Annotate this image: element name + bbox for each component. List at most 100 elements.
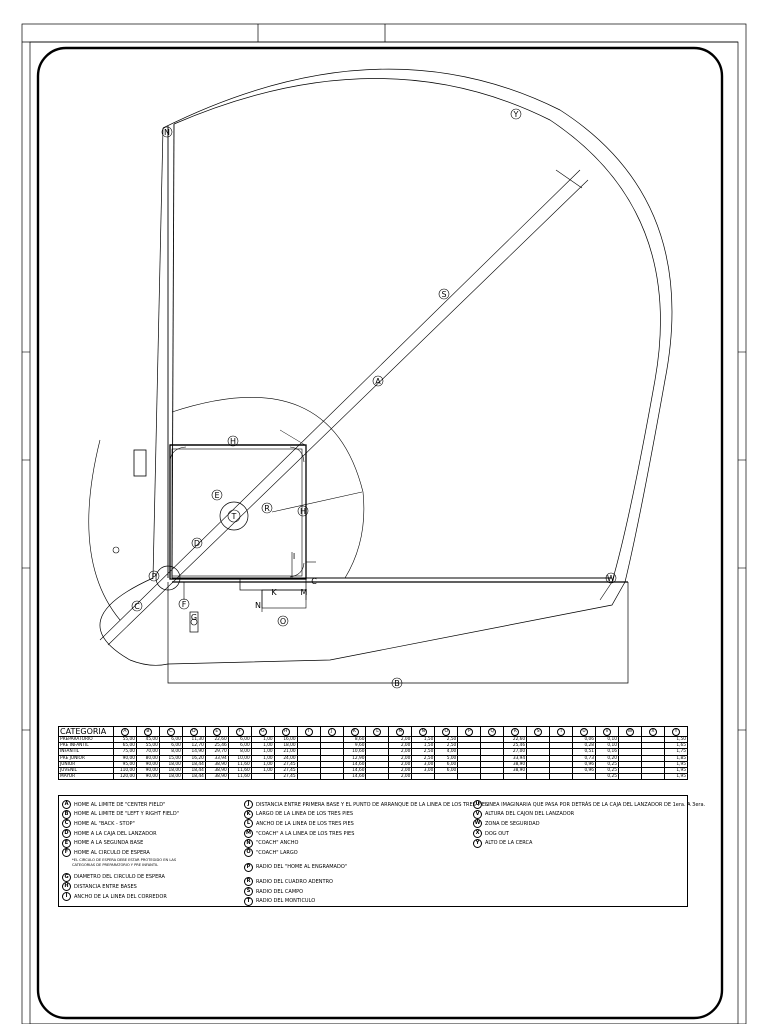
- legend-key: U: [473, 800, 482, 810]
- label-w: W: [605, 572, 617, 584]
- svg-text:K: K: [271, 588, 277, 597]
- legend-key: A: [62, 800, 71, 810]
- table-cell: [480, 773, 505, 781]
- header-key: M: [396, 727, 405, 736]
- legend-key: E: [62, 838, 71, 848]
- header-cell: Y: [663, 726, 689, 737]
- header-key: Y: [671, 727, 680, 736]
- table-cell: [319, 773, 344, 781]
- pitchers-mound: [219, 501, 249, 531]
- label-c-right: C: [311, 577, 317, 586]
- label-y: Y: [510, 108, 522, 120]
- legend-key: L: [244, 819, 253, 829]
- label-e: E: [211, 489, 223, 501]
- svg-text:D: D: [194, 539, 200, 548]
- header-cell: L: [365, 726, 390, 737]
- svg-text:F: F: [182, 600, 187, 609]
- legend-key: P: [244, 862, 253, 872]
- legend-text: "COACH" LARGO: [256, 849, 298, 856]
- header-cell: B: [135, 726, 160, 737]
- legend-text: HOME AL "BACK - STOP": [74, 820, 135, 827]
- label-h-right: H: [297, 505, 309, 517]
- table-cell: [572, 773, 597, 781]
- label-p: P: [148, 570, 160, 582]
- legend-item: O"COACH" LARGO: [244, 848, 488, 858]
- legend-key: B: [62, 809, 71, 819]
- label-g: G: [191, 613, 197, 622]
- table-cell: [457, 773, 482, 781]
- legend-text: RADIO DEL CUADRO ADENTRO: [256, 878, 333, 885]
- header-cell: P: [457, 726, 482, 737]
- header-cell: V: [595, 726, 619, 737]
- legend-key: T: [244, 896, 253, 906]
- legend-text: HOME AL LIMITE DE "CENTER FIELD": [74, 801, 166, 808]
- table-cell: 18,00: [158, 773, 183, 781]
- svg-text:A: A: [375, 377, 381, 386]
- label-f: F: [178, 598, 190, 610]
- label-t: T: [227, 509, 241, 523]
- label-r: R: [261, 502, 273, 514]
- table-cell: 11,60: [227, 773, 252, 781]
- home-circle: [155, 565, 181, 591]
- svg-text:M: M: [301, 588, 308, 597]
- header-cell: U: [572, 726, 597, 737]
- header-cell: I: [296, 726, 321, 737]
- legend-key: F: [62, 848, 71, 858]
- header-key: E: [212, 727, 221, 736]
- table-cell: 2,00: [388, 773, 413, 781]
- header-key: B: [143, 727, 152, 736]
- table-cell: 27,45: [273, 773, 298, 781]
- svg-text:H: H: [230, 437, 236, 446]
- table-cell: [503, 773, 528, 781]
- legend-key: D: [62, 829, 71, 839]
- table-cell: [296, 773, 321, 781]
- header-key: A: [120, 727, 129, 736]
- header-cell: D: [181, 726, 206, 737]
- legend-text: "COACH" A LA LINEA DE LOS TRES PIES: [256, 830, 355, 837]
- sheet-frame: [21, 23, 747, 1024]
- svg-text:N: N: [164, 128, 170, 137]
- legend-text: LINEA IMAGINARIA QUE PASA POR DETRÁS DE …: [485, 801, 706, 808]
- header-key: F: [235, 727, 244, 736]
- legend-key: M: [244, 829, 253, 839]
- label-n-low: N: [255, 601, 261, 610]
- label-i: I: [293, 552, 295, 561]
- legend-key: O: [244, 848, 253, 858]
- svg-text:T: T: [231, 512, 237, 521]
- header-cell: J: [319, 726, 344, 737]
- header-cell: C: [158, 726, 183, 737]
- legend-text: HOME A LA SEGUNDA BASE: [74, 840, 144, 847]
- table-cell: [640, 773, 665, 781]
- header-cell: S: [526, 726, 551, 737]
- svg-text:W: W: [607, 574, 615, 583]
- label-n-top: N: [161, 126, 173, 138]
- legend-key: N: [244, 838, 253, 848]
- header-key: K: [350, 727, 359, 736]
- row-category: MAYOR: [58, 773, 114, 781]
- header-cell: G: [250, 726, 275, 737]
- svg-text:Y: Y: [513, 110, 519, 119]
- label-m: M: [301, 588, 308, 597]
- dog-out: [133, 449, 147, 477]
- legend-text: RADIO DEL MONTICULO: [256, 898, 316, 905]
- legend-text: HOME AL CIRCULO DE ESPERA: [74, 849, 150, 856]
- legend-text: ZONA DE SEGURIDAD: [485, 820, 540, 827]
- center-axis: [99, 169, 581, 641]
- header-cell: O: [434, 726, 459, 737]
- legend-item: N"COACH" ANCHO: [244, 838, 488, 848]
- table-cell: 120,00: [113, 773, 137, 781]
- label-h-top: H: [227, 435, 239, 447]
- header-key: P: [465, 727, 474, 736]
- header-key: N: [419, 727, 428, 736]
- legend-item: M"COACH" A LA LINEA DE LOS TRES PIES: [244, 829, 488, 839]
- label-a: A: [372, 375, 384, 387]
- legend-text: RADIO DEL CAMPO: [256, 888, 304, 895]
